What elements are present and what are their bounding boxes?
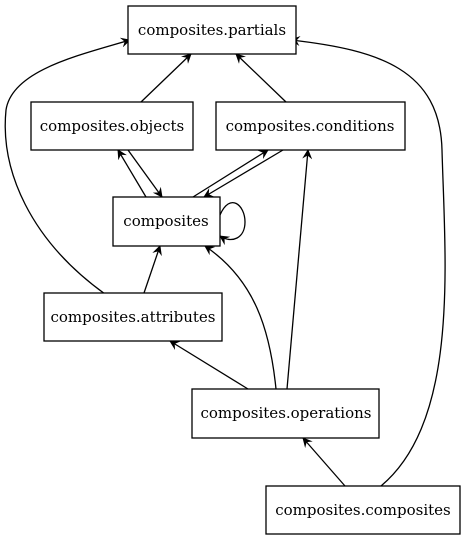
node-composites-partials[interactable]: composites.partials	[127, 5, 297, 55]
edge-operations-to-attributes	[169, 340, 249, 390]
edge-operations-to-conditions	[286, 149, 313, 390]
edge-composites-to-conditions	[192, 149, 269, 198]
edge-operations-to-composites	[204, 245, 277, 390]
node-label-composites: composites	[123, 212, 208, 230]
node-label-composites-partials: composites.partials	[138, 21, 286, 39]
node-composites-composites[interactable]: composites.composites	[265, 485, 461, 535]
edge-composites-self-loop	[219, 201, 246, 246]
edge-ccomposites-to-operations	[302, 437, 346, 487]
node-composites-conditions[interactable]: composites.conditions	[215, 101, 406, 151]
nodes-layer: composites.partials composites.objects c…	[30, 5, 461, 535]
edge-objects-to-partials	[140, 53, 192, 103]
edge-conditions-to-composites	[203, 149, 284, 198]
edge-conditions-to-partials	[235, 53, 287, 103]
node-composites-operations[interactable]: composites.operations	[191, 388, 380, 439]
node-label-composites-composites: composites.composites	[275, 501, 451, 519]
node-label-composites-operations: composites.operations	[201, 404, 372, 422]
node-composites-objects[interactable]: composites.objects	[30, 101, 194, 151]
node-label-composites-attributes: composites.attributes	[51, 308, 216, 326]
node-label-composites-objects: composites.objects	[40, 117, 184, 135]
node-composites[interactable]: composites	[112, 196, 221, 247]
edge-objects-to-composites	[127, 149, 163, 198]
edge-attributes-to-partials	[4, 37, 131, 295]
edge-attributes-to-composites	[143, 245, 162, 294]
edge-composites-to-objects	[117, 149, 147, 198]
node-label-composites-conditions: composites.conditions	[226, 117, 395, 135]
edge-ccomposites-to-partials	[290, 36, 446, 487]
edges-layer	[4, 36, 446, 487]
node-composites-attributes[interactable]: composites.attributes	[43, 292, 223, 342]
